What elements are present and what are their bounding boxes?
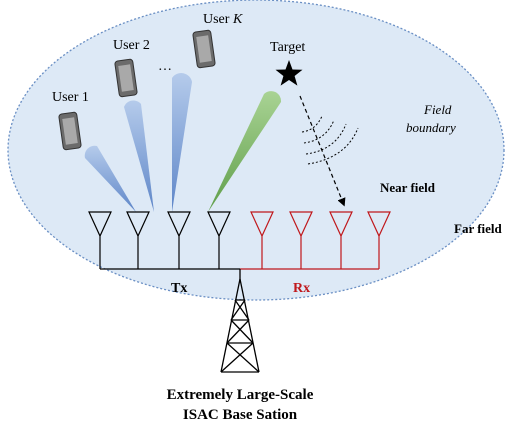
echo-waves <box>301 115 359 165</box>
rx-antenna <box>329 211 353 269</box>
rx-antenna <box>367 211 391 269</box>
label-user2: User 2 <box>113 38 150 53</box>
beam-user1 <box>84 145 136 212</box>
label-userK: User K <box>203 12 243 27</box>
beam-user2 <box>124 100 154 212</box>
label-userK-var: K <box>232 12 243 27</box>
label-bs-line1: Extremely Large-Scale <box>167 387 314 403</box>
label-user1: User 1 <box>52 90 89 105</box>
phone-user2-icon <box>114 58 138 98</box>
label-rx: Rx <box>293 281 310 296</box>
target-star-icon <box>275 60 303 86</box>
phone-user1-icon <box>58 111 82 151</box>
tx-antenna <box>126 211 150 269</box>
tx-antenna <box>207 211 231 269</box>
tx-antennas <box>88 211 231 269</box>
near-field-region <box>7 0 505 301</box>
label-target: Target <box>270 40 305 55</box>
echo-arrow <box>299 95 346 207</box>
tx-antenna <box>167 211 191 269</box>
label-field-boundary-2: boundary <box>406 120 456 135</box>
label-far-field: Far field <box>454 221 503 236</box>
rx-antennas <box>250 211 391 269</box>
label-dots: … <box>158 59 172 74</box>
label-near-field: Near field <box>380 180 436 195</box>
label-bs-line2: ISAC Base Sation <box>183 407 298 423</box>
label-userK-prefix: User <box>203 12 233 27</box>
beam-userK <box>172 73 192 213</box>
tx-antenna <box>88 211 112 269</box>
rx-antenna <box>289 211 313 269</box>
rx-antenna <box>250 211 274 269</box>
label-field-boundary-1: Field <box>423 102 452 117</box>
phone-userK-icon <box>192 29 216 69</box>
base-station-tower-icon <box>220 269 260 373</box>
label-tx: Tx <box>171 281 187 296</box>
beam-target <box>208 91 282 212</box>
